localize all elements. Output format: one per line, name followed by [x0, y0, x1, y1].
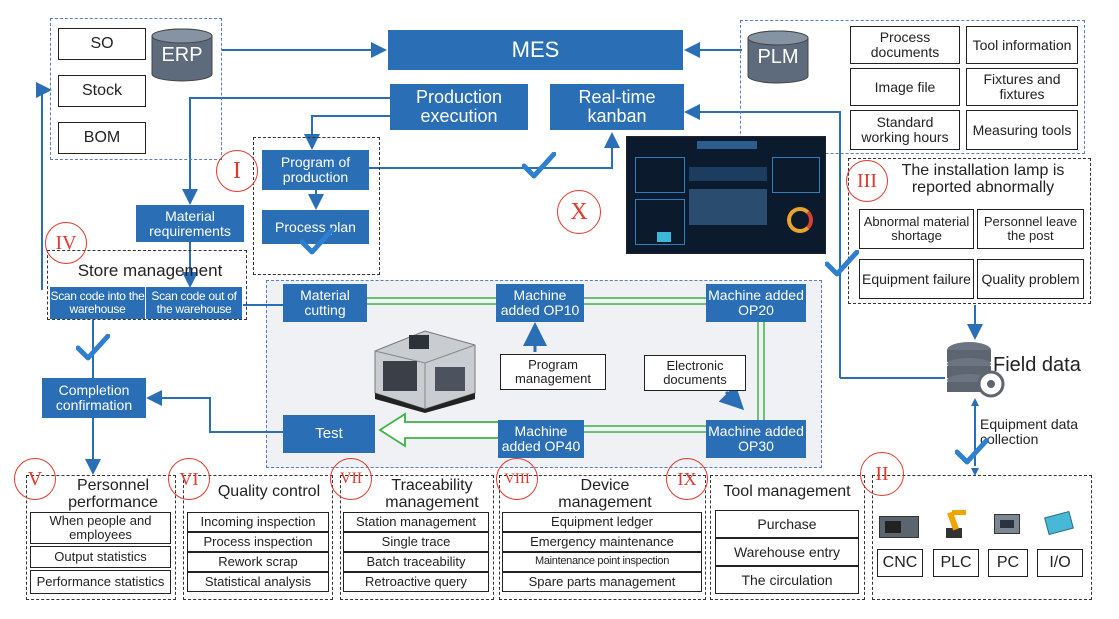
io-icon: [1040, 508, 1078, 540]
section-viii-numeral: VIII: [496, 458, 538, 500]
section-iv-numeral: IV: [45, 222, 87, 264]
section-ii-numeral: II: [860, 452, 904, 496]
device-plc: PLC: [933, 549, 979, 577]
section-ix-item-0: Purchase: [715, 510, 859, 538]
erp-group: [50, 18, 222, 160]
device-pc: PC: [988, 549, 1028, 577]
section-iii-numeral: III: [846, 160, 888, 202]
material-requirements-box: Material requirements: [136, 205, 244, 242]
completion-confirmation-box: Completion confirmation: [42, 378, 146, 418]
section-vi-title: Quality control: [217, 483, 321, 500]
section-v-item-1: Output statistics: [30, 546, 171, 568]
electronic-documents-box: Electronic documents: [644, 355, 746, 391]
section-v-title: Personnel performance: [68, 477, 158, 511]
process-plan-box: Process plan: [262, 210, 369, 244]
plm-label: PLM: [757, 46, 799, 68]
plm-item-image-file: Image file: [850, 68, 960, 106]
section-vi-group: [183, 475, 333, 600]
machine-tool-image: [374, 330, 476, 413]
op20-box: Machine added OP20: [706, 284, 806, 322]
section-i-numeral: I: [216, 150, 258, 192]
section-iii-title: The installation lamp is reported abnorm…: [901, 162, 1065, 196]
realtime-kanban-box: Real-time kanban: [550, 84, 684, 130]
section-ix-item-1: Warehouse entry: [715, 538, 859, 566]
op40-box: Machine added OP40: [498, 420, 584, 458]
section-vii-group: [340, 475, 494, 600]
equipment-data-collection-label: Equipment data collection: [980, 416, 1079, 447]
alarm-quality-problem: Quality problem: [977, 259, 1084, 299]
check-icon: [522, 152, 556, 179]
erp-database-icon: [151, 28, 213, 82]
section-v-item-0: When people and employees: [30, 512, 171, 544]
section-vii-item-3: Retroactive query: [343, 572, 489, 592]
op30-box: Machine added OP30: [706, 420, 806, 458]
kanban-dashboard-screenshot: [626, 136, 826, 254]
pc-icon: [990, 508, 1024, 540]
plm-group: [740, 20, 1085, 154]
section-v-item-2: Performance statistics: [30, 570, 171, 594]
check-icon: [76, 334, 110, 361]
store-management-title: Store management: [77, 261, 223, 280]
section-vi-item-2: Rework scrap: [187, 552, 329, 572]
section-vi-numeral: VI: [168, 458, 210, 500]
alarm-personnel-leave: Personnel leave the post: [977, 209, 1084, 249]
plm-item-fixtures: Fixtures and fixtures: [966, 68, 1078, 106]
section-v-numeral: V: [14, 458, 56, 500]
plm-item-standard-hours: Standard working hours: [850, 110, 960, 150]
section-iii-group: [848, 158, 1091, 304]
section-ix-numeral: IX: [666, 458, 708, 500]
section-viii-item-1: Emergency maintenance: [502, 532, 702, 552]
production-execution-box: Production execution: [390, 84, 528, 130]
plm-item-measuring-tools: Measuring tools: [966, 110, 1078, 150]
section-vii-item-2: Batch traceability: [343, 552, 489, 572]
alarm-material-shortage: Abnormal material shortage: [859, 209, 974, 249]
check-icon: [825, 250, 859, 277]
field-data-icon: [947, 342, 1005, 398]
check-icon: [300, 228, 334, 255]
section-vii-item-0: Station management: [343, 512, 489, 532]
program-of-production-box: Program of production: [262, 150, 369, 190]
section-ii-group: [872, 475, 1092, 600]
section-viii-item-0: Equipment ledger: [502, 512, 702, 532]
section-iv-group: [47, 250, 247, 320]
section-x-numeral: X: [557, 190, 601, 234]
erp-item-bom: BOM: [58, 122, 146, 154]
section-viii-group: [499, 475, 706, 600]
section-vii-title: Traceability management: [385, 477, 479, 511]
section-vi-item-0: Incoming inspection: [187, 512, 329, 532]
scan-in-box: Scan code into the warehouse: [50, 287, 145, 319]
scan-out-box: Scan code out of the warehouse: [146, 287, 242, 319]
erp-label: ERP: [161, 44, 203, 66]
section-v-group: [26, 475, 176, 600]
plm-item-process-documents: Process documents: [850, 26, 960, 64]
section-vii-numeral: VII: [330, 458, 372, 500]
section-ix-group: [710, 475, 865, 600]
op10-box: Machine added OP10: [496, 284, 584, 322]
test-box: Test: [283, 415, 375, 453]
section-vi-item-3: Statistical analysis: [187, 572, 329, 592]
section-ix-item-2: The circulation: [715, 566, 859, 594]
erp-item-so: SO: [58, 28, 146, 60]
material-cutting-box: Material cutting: [283, 284, 367, 322]
section-viii-item-3: Spare parts management: [502, 572, 702, 592]
check-icon: [955, 438, 989, 465]
plc-icon: [938, 506, 970, 540]
section-ix-title: Tool management: [723, 483, 851, 500]
device-io: I/O: [1037, 549, 1083, 577]
program-management-box: Program management: [500, 354, 606, 390]
section-vii-item-1: Single trace: [343, 532, 489, 552]
section-i-group: [253, 137, 380, 275]
plm-database-icon: [747, 30, 809, 84]
section-vi-item-1: Process inspection: [187, 532, 329, 552]
mes-bar: MES: [388, 30, 683, 70]
erp-item-stock: Stock: [58, 75, 146, 107]
cnc-icon: [877, 512, 923, 540]
field-data-label: Field data: [993, 354, 1081, 376]
plm-item-tool-information: Tool information: [966, 26, 1078, 64]
section-viii-title: Device management: [558, 477, 652, 511]
section-viii-item-2: Maintenance point inspection: [502, 552, 702, 572]
device-cnc: CNC: [877, 549, 923, 577]
alarm-equipment-failure: Equipment failure: [859, 259, 974, 299]
